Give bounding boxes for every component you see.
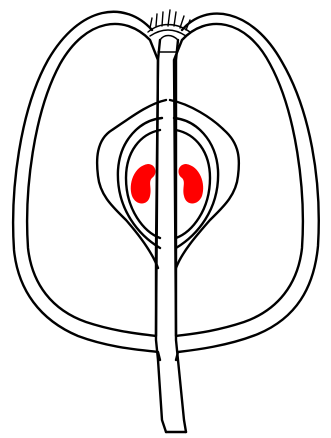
- seed-left: [131, 164, 156, 204]
- stem-top-detail: [158, 36, 178, 53]
- calyx-tuft: [148, 10, 190, 36]
- seed-right: [179, 164, 204, 204]
